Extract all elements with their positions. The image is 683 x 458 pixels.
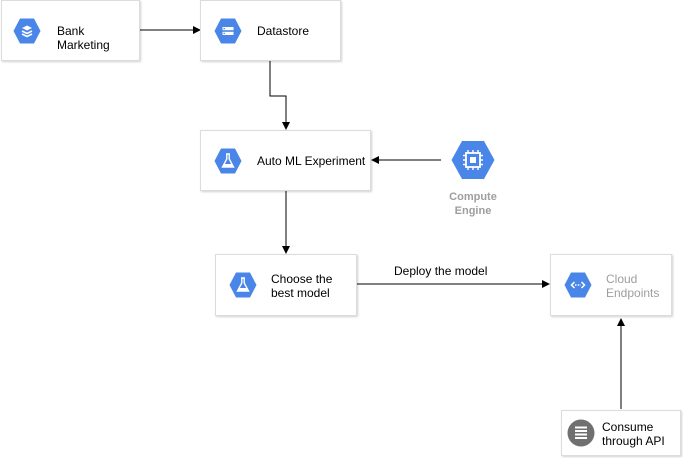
choose-best-model-node[interactable]: Choose the best model (215, 254, 357, 316)
bank-marketing-label: Bank Marketing (57, 24, 110, 52)
cloud-endpoints-node[interactable]: Cloud Endpoints (550, 254, 672, 316)
consume-api-line1: Consume (602, 420, 654, 434)
bank-marketing-node[interactable]: Bank Marketing (1, 0, 140, 61)
choose-best-model-line1: Choose the (271, 272, 333, 286)
compute-engine-chip-icon[interactable] (451, 140, 495, 180)
compute-engine-label-line1: Compute (449, 191, 497, 203)
automl-flask-icon (214, 148, 242, 173)
compute-engine-label-line2: Engine (454, 205, 492, 217)
automl-flask-icon (229, 272, 257, 298)
compute-engine-label: Compute Engine (433, 190, 513, 218)
datastore-label: Datastore (257, 24, 310, 38)
choose-best-model-line2: best model (271, 286, 330, 300)
consume-api-line2: through API (602, 434, 665, 448)
api-stack-icon (567, 419, 595, 447)
automl-experiment-label: Auto ML Experiment (257, 154, 366, 168)
consume-api-label: Consume through API (602, 420, 665, 448)
cloud-endpoints-line2: Endpoints (606, 286, 660, 300)
choose-best-model-label: Choose the best model (271, 272, 332, 300)
cloud-endpoints-line1: Cloud (606, 272, 638, 286)
cloud-endpoints-label: Cloud Endpoints (606, 272, 659, 300)
datastore-icon (214, 18, 242, 43)
bigquery-icon (13, 18, 41, 43)
endpoints-icon (564, 272, 592, 298)
consume-api-node[interactable]: Consume through API (561, 410, 681, 456)
datastore-node[interactable]: Datastore (200, 0, 341, 61)
edge-datastore-to-automl (269, 61, 290, 130)
deploy-edge-label: Deploy the model (394, 264, 488, 278)
automl-experiment-node[interactable]: Auto ML Experiment (200, 130, 371, 191)
